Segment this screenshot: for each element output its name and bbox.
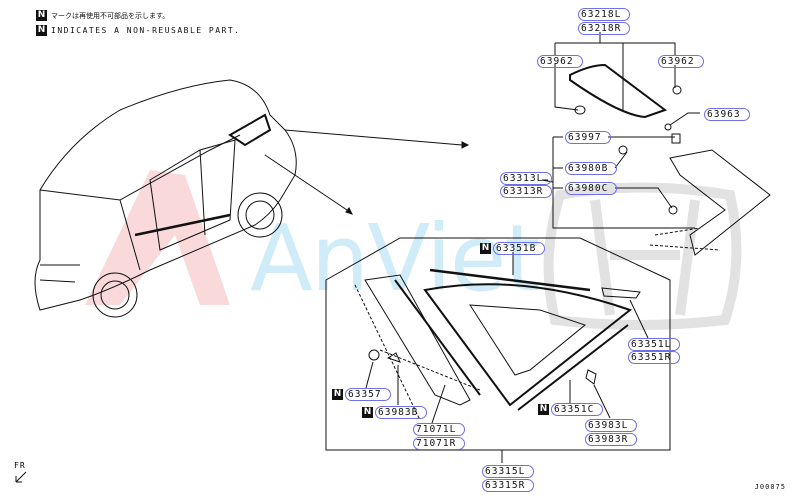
part-label-63983R[interactable]: 63983R [585,433,638,446]
part-label-63313R[interactable]: 63313R [500,185,553,198]
part-label-63980C[interactable]: 63980C [565,182,618,195]
part-63351C: N 63351C [538,403,604,416]
part-label-63357[interactable]: 63357 [345,388,391,401]
part-label-71071L[interactable]: 71071L [413,423,466,436]
non-reusable-badge: N [538,404,549,415]
part-label-63218L[interactable]: 63218L [578,8,631,21]
part-label-63351B[interactable]: 63351B [493,242,546,255]
part-label-63983B[interactable]: 63983B [375,406,428,419]
part-63351B: N 63351B [480,242,546,255]
part-label-63313L[interactable]: 63313L [500,172,553,185]
part-63983B: N 63983B [362,406,428,419]
non-reusable-badge: N [36,25,47,36]
non-reusable-badge: N [36,10,47,21]
arrow-down-left-icon [15,471,27,483]
legend-english: N INDICATES A NON-REUSABLE PART. [36,25,241,36]
part-label-63983L[interactable]: 63983L [585,419,638,432]
non-reusable-badge: N [480,243,491,254]
part-label-63962-left[interactable]: 63962 [537,55,583,68]
part-label-63351L[interactable]: 63351L [628,338,681,351]
part-label-63351R[interactable]: 63351R [628,351,681,364]
part-label-63962-right[interactable]: 63962 [658,55,704,68]
part-label-63997[interactable]: 63997 [565,131,611,144]
part-label-71071R[interactable]: 71071R [413,437,466,450]
part-label-63315R[interactable]: 63315R [482,479,535,492]
vehicle-outline [34,79,297,318]
part-label-63315L[interactable]: 63315L [482,465,535,478]
part-63357: N 63357 [332,388,391,401]
part-label-63963[interactable]: 63963 [704,108,750,121]
front-direction-marker: FR [14,461,30,486]
part-label-63980B[interactable]: 63980B [565,162,618,175]
diagram-code: J00075 [754,483,786,491]
front-label: FR [14,461,26,470]
part-label-63218R[interactable]: 63218R [578,22,631,35]
legend-english-text: INDICATES A NON-REUSABLE PART. [51,26,241,35]
legend-japanese: N マークは再使用不可部品を示します。 [36,10,169,21]
part-label-63351C[interactable]: 63351C [551,403,604,416]
legend-japanese-text: マークは再使用不可部品を示します。 [51,11,170,20]
non-reusable-badge: N [362,407,373,418]
non-reusable-badge: N [332,389,343,400]
